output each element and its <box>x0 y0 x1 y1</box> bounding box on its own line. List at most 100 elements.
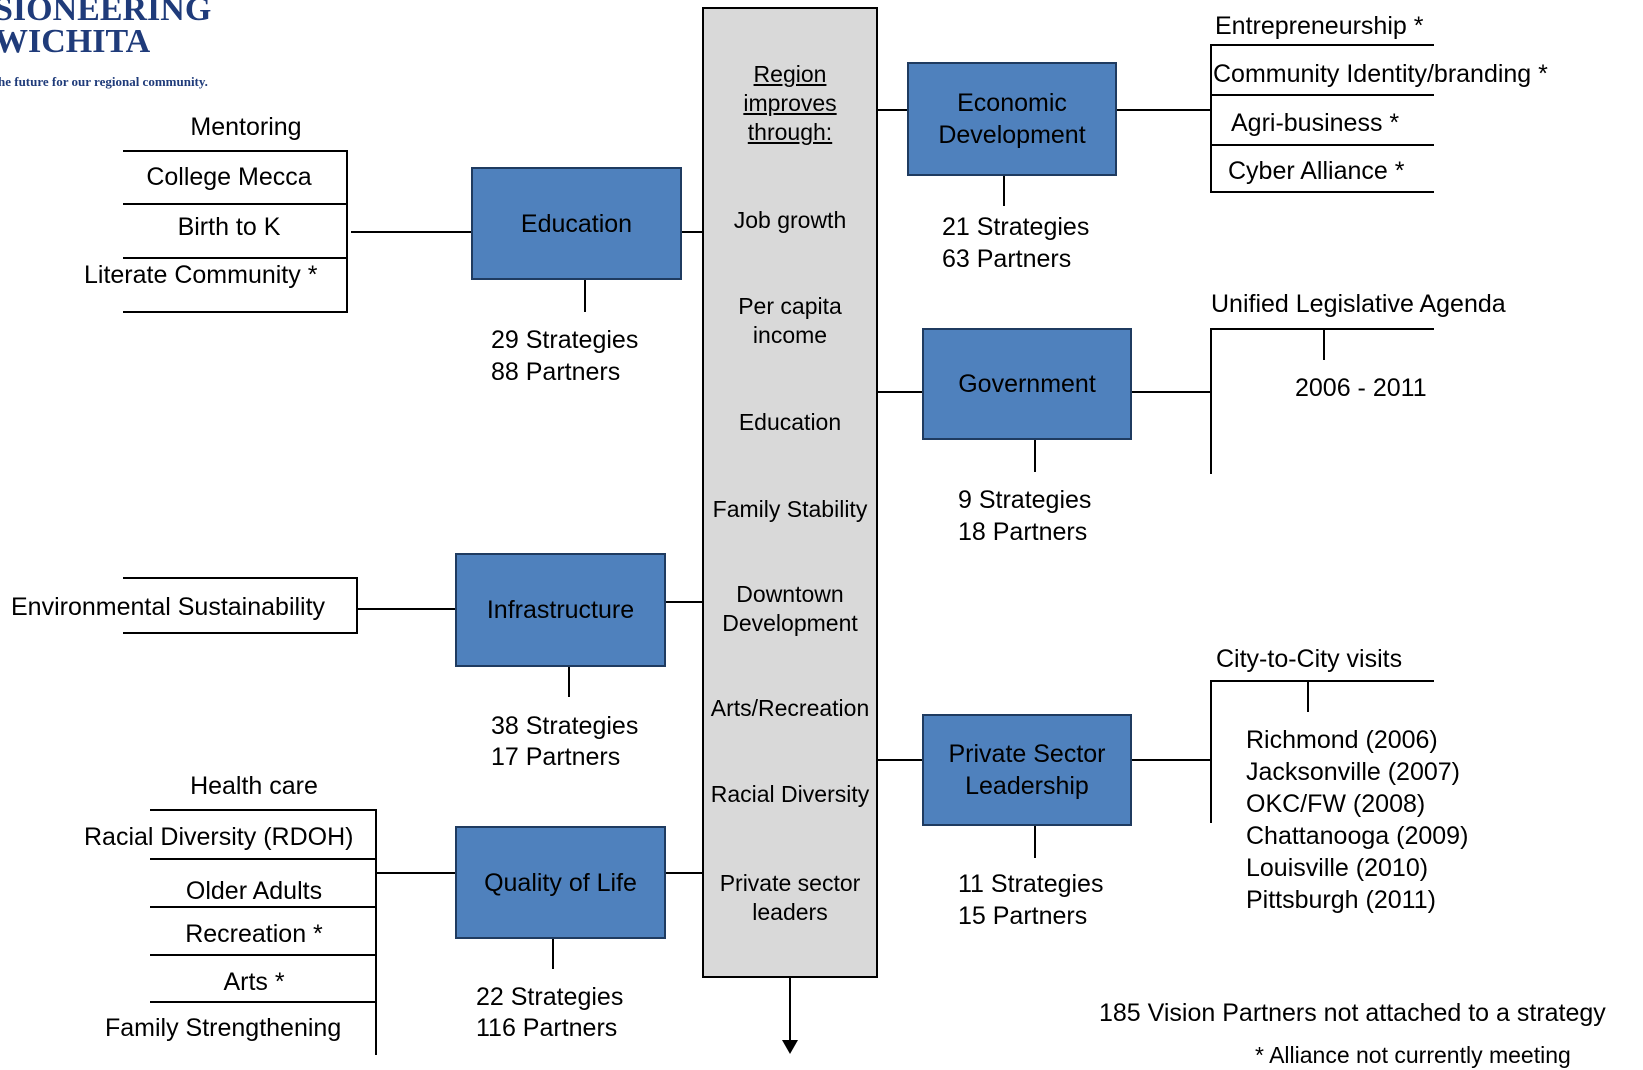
private-sector-leadership-box: Private Sector Leadership <box>922 714 1132 826</box>
list-item: Pittsburgh (2011) <box>1246 886 1436 914</box>
center-item-line: leaders <box>752 899 828 925</box>
divider <box>1210 191 1434 193</box>
connector <box>1323 328 1325 360</box>
education-branch: College Mecca <box>146 163 312 191</box>
qol-strategies: 22 Strategies <box>476 983 624 1011</box>
center-item-line: Downtown <box>736 581 844 607</box>
government-label: Government <box>958 370 1096 398</box>
center-item-line: income <box>752 322 828 348</box>
center-item-education: Education <box>702 408 878 437</box>
divider <box>150 809 377 811</box>
econ-branch-header: Entrepreneurship * <box>1215 12 1424 40</box>
connector <box>878 391 922 393</box>
qol-branch: Older Adults <box>185 877 323 905</box>
center-item-job-growth: Job growth <box>702 206 878 235</box>
center-item-arts-recreation: Arts/Recreation <box>702 694 878 723</box>
list-item: Richmond (2006) <box>1246 726 1438 754</box>
quality-of-life-label: Quality of Life <box>484 868 637 897</box>
unattached-partners-note: 185 Vision Partners not attached to a st… <box>1099 999 1606 1027</box>
connector <box>1003 176 1005 206</box>
connector <box>568 667 570 697</box>
psl-branch-header: City-to-City visits <box>1216 645 1403 673</box>
divider <box>123 203 348 205</box>
psl-strategies: 11 Strategies <box>958 870 1104 898</box>
psl-branch-list: Richmond (2006) Jacksonville (2007) OKC/… <box>1246 724 1468 916</box>
center-item-line: Education <box>738 409 842 435</box>
qol-branch: Recreation * <box>185 920 323 948</box>
down-arrow-icon <box>782 1040 798 1054</box>
econ-branch: Agri-business * <box>1231 109 1400 137</box>
education-branch: Birth to K <box>177 213 281 241</box>
connector <box>1132 391 1212 393</box>
divider <box>123 150 348 152</box>
connector <box>1307 680 1309 712</box>
connector <box>351 231 471 233</box>
list-item: Jacksonville (2007) <box>1246 758 1460 786</box>
divider <box>1210 44 1434 46</box>
education-branch-header: Mentoring <box>190 113 302 141</box>
education-strategies: 29 Strategies <box>491 326 639 354</box>
divider <box>150 1001 377 1003</box>
infrastructure-box: Infrastructure <box>455 553 666 667</box>
list-item: Chattanooga (2009) <box>1246 822 1469 850</box>
divider <box>150 906 377 908</box>
education-box: Education <box>471 167 682 280</box>
divider <box>123 577 358 579</box>
divider <box>1210 680 1434 682</box>
connector <box>682 231 702 233</box>
qol-branch-header: Health care <box>190 772 318 800</box>
center-item-racial-diversity: Racial Diversity <box>702 780 878 809</box>
divider <box>150 954 377 956</box>
private-sector-leadership-label: Private Sector Leadership <box>948 738 1105 802</box>
alliance-footnote: * Alliance not currently meeting <box>1255 1042 1571 1068</box>
econ-branch: Community Identity/branding * <box>1213 60 1548 88</box>
center-heading-line: through: <box>747 119 833 145</box>
gov-partners: 18 Partners <box>958 518 1088 546</box>
government-box: Government <box>922 328 1132 440</box>
center-item-line: Per capita <box>738 293 842 319</box>
econ-branch: Cyber Alliance * <box>1228 157 1405 185</box>
label-line: Leadership <box>965 772 1089 800</box>
connector <box>1117 109 1212 111</box>
center-heading: Region improves through: <box>702 60 878 147</box>
center-spine <box>702 7 878 978</box>
bracket-line <box>1210 44 1212 193</box>
logo-line-2: WICHITA <box>0 23 151 60</box>
center-item-private-sector: Private sector leaders <box>702 869 878 927</box>
infrastructure-label: Infrastructure <box>486 596 635 624</box>
list-item: OKC/FW (2008) <box>1246 790 1426 818</box>
connector <box>552 939 554 969</box>
qol-branch: Arts * <box>223 968 285 996</box>
logo-wordmark: SIONEERING WICHITA <box>0 0 211 60</box>
econ-partners: 63 Partners <box>942 245 1072 273</box>
divider <box>1210 144 1434 146</box>
education-partners: 88 Partners <box>491 358 621 386</box>
bracket-line <box>1210 328 1212 474</box>
center-item-line: Private sector <box>719 870 861 896</box>
divider <box>1210 94 1434 96</box>
list-item: Louisville (2010) <box>1246 854 1429 882</box>
gov-strategies: 9 Strategies <box>958 486 1092 514</box>
quality-of-life-box: Quality of Life <box>455 826 666 939</box>
connector <box>1034 440 1036 472</box>
center-item-line: Family Stability <box>712 496 868 522</box>
center-item-line: Development <box>722 610 858 636</box>
connector <box>1034 826 1036 858</box>
label-line: Development <box>938 121 1086 149</box>
connector <box>1132 759 1212 761</box>
qol-partners: 116 Partners <box>476 1014 618 1042</box>
gov-branch: 2006 - 2011 <box>1295 374 1427 402</box>
center-heading-line: improves <box>743 90 837 116</box>
bracket-line <box>375 809 377 1055</box>
connector <box>666 601 702 603</box>
infrastructure-partners: 17 Partners <box>491 743 621 771</box>
economic-development-box: Economic Development <box>907 62 1117 176</box>
connector <box>666 872 702 874</box>
econ-strategies: 21 Strategies <box>942 213 1090 241</box>
gov-branch-header: Unified Legislative Agenda <box>1211 290 1506 318</box>
label-line: Economic <box>957 89 1067 117</box>
logo-tagline: he future for our regional community. <box>0 74 208 89</box>
center-heading-line: Region <box>753 61 827 87</box>
down-arrow-shaft <box>789 978 791 1043</box>
